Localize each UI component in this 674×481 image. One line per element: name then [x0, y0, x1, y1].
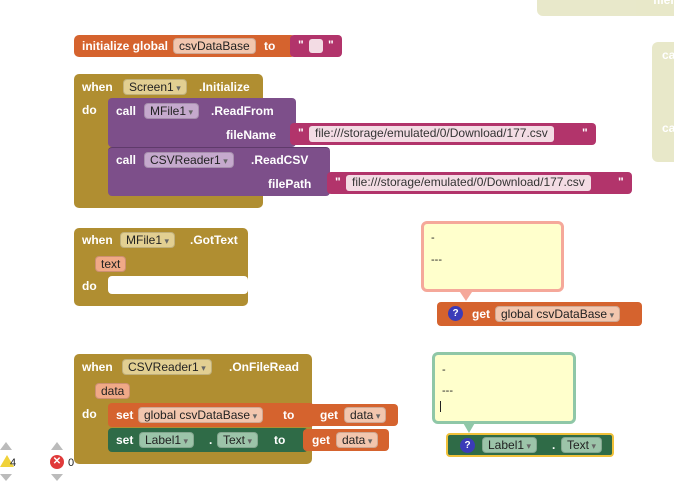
text-param-field[interactable]: text	[95, 256, 127, 272]
comment1-line1: -	[431, 232, 435, 244]
comment1-pointer	[458, 289, 474, 301]
get-data-block-1[interactable]: get data	[309, 404, 398, 426]
set-text-property-dropdown[interactable]: Text	[217, 432, 259, 448]
close-quote-2: "	[582, 126, 588, 140]
mfile1-dropdown[interactable]: MFile1	[144, 103, 200, 119]
close-quote: "	[328, 38, 334, 52]
init-keyword: initialize global	[82, 39, 169, 53]
getter-text-property-dropdown[interactable]: Text	[561, 437, 603, 453]
mfile1-event-dropdown[interactable]: MFile1	[120, 232, 176, 248]
do-label-2: do	[82, 279, 97, 293]
close-quote-3: "	[618, 175, 624, 189]
call-mfile-readfrom-block[interactable]: call MFile1 .ReadFrom fileName	[108, 98, 296, 147]
open-quote-2: "	[298, 126, 304, 140]
csvreader1-event-dropdown[interactable]: CSVReader1	[122, 359, 212, 375]
getter-dot-label: .	[552, 438, 556, 452]
get-global-csvdatabase-block[interactable]: ? get global csvDataBase	[437, 302, 642, 326]
error-x-icon: ✕	[50, 455, 64, 469]
filename-value-field[interactable]: file:///storage/emulated/0/Download/177.…	[309, 126, 554, 142]
set-label-2: set	[116, 433, 134, 447]
when-label: when	[82, 80, 113, 94]
open-quote-3: "	[335, 175, 341, 189]
onfileread-event-label: .OnFileRead	[229, 360, 300, 374]
readcsv-method-label: .ReadCSV	[251, 153, 309, 167]
comment2-pointer	[462, 421, 476, 433]
call-label-2: call	[116, 153, 137, 167]
help-icon-2[interactable]: ?	[460, 438, 475, 453]
set-global-var-dropdown[interactable]: global csvDataBase	[138, 407, 264, 423]
call-label-1: call	[116, 104, 137, 118]
set-label-1: set	[116, 408, 134, 422]
errors-prev-arrow-icon[interactable]	[51, 442, 63, 450]
warnings-next-arrow-icon[interactable]	[0, 474, 12, 481]
comment2-line1: -	[442, 364, 446, 376]
warnings-prev-arrow-icon[interactable]	[0, 442, 12, 450]
ghost-label-side-2: ca	[662, 121, 674, 135]
filename-string-block[interactable]: " file:///storage/emulated/0/Download/17…	[290, 123, 596, 145]
get-label-2: get	[320, 408, 338, 422]
set-label1-dropdown[interactable]: Label1	[139, 432, 195, 448]
csvreader1-dropdown[interactable]: CSVReader1	[144, 152, 234, 168]
data-param-field[interactable]: data	[95, 383, 131, 399]
empty-do-slot[interactable]	[108, 276, 248, 294]
set-global-csvdatabase-block[interactable]: set global csvDataBase to	[108, 403, 314, 427]
filepath-param-label: filePath	[268, 177, 312, 191]
comment1-line2: ---	[431, 254, 442, 266]
help-icon[interactable]: ?	[448, 306, 463, 321]
do-label: do	[82, 103, 97, 117]
set-to-label-2: to	[274, 433, 286, 447]
empty-string-field[interactable]	[309, 39, 323, 53]
when-label-2: when	[82, 233, 113, 247]
get-data-dropdown-1[interactable]: data	[344, 407, 387, 423]
comment-bubble-2[interactable]: - ---	[432, 352, 576, 424]
label1-text-getter-block[interactable]: ? Label1 . Text	[446, 433, 614, 457]
initialize-global-block[interactable]: initialize global csvDataBase to	[74, 35, 296, 57]
gottext-event-label: .GotText	[190, 233, 238, 247]
get-label-1: get	[472, 307, 490, 321]
getter-label1-dropdown[interactable]: Label1	[482, 437, 538, 453]
when-label-3: when	[82, 360, 113, 374]
ghost-label-top: filel	[653, 0, 674, 7]
comment-bubble-1[interactable]: - ---	[421, 221, 564, 292]
do-label-3: do	[82, 407, 97, 421]
global-var-name-field[interactable]: csvDataBase	[173, 38, 256, 54]
filename-param-label: fileName	[226, 128, 277, 142]
comment2-line2: ---	[442, 385, 453, 397]
errors-next-arrow-icon[interactable]	[51, 474, 63, 481]
set-to-label-1: to	[283, 408, 295, 422]
screen1-dropdown[interactable]: Screen1	[123, 79, 187, 95]
call-csvreader-readcsv-block[interactable]: call CSVReader1 .ReadCSV filePath	[108, 147, 330, 196]
readfrom-method-label: .ReadFrom	[211, 104, 274, 118]
errors-count: 0	[68, 457, 75, 469]
filepath-string-block[interactable]: " file:///storage/emulated/0/Download/17…	[327, 172, 632, 194]
initialize-event-label: .Initialize	[199, 80, 250, 94]
get-label-3: get	[312, 433, 330, 447]
warning-triangle-icon	[0, 455, 14, 467]
comment2-text-cursor	[440, 401, 441, 412]
global-csvdatabase-dropdown[interactable]: global csvDataBase	[495, 306, 621, 322]
ghost-label-side-1: ca	[662, 48, 674, 62]
set-dot-label: .	[209, 433, 213, 447]
ghost-block-side[interactable]: ca ca	[652, 42, 674, 162]
mfile-gottext-event-block[interactable]: when MFile1 .GotText text do	[74, 228, 248, 306]
empty-string-block[interactable]: " "	[290, 35, 342, 57]
set-label1-text-block[interactable]: set Label1 . Text to	[108, 428, 308, 452]
ghost-block-top[interactable]: filel	[537, 0, 674, 16]
warnings-count: 4	[10, 457, 17, 469]
open-quote: "	[298, 38, 304, 52]
get-data-block-2[interactable]: get data	[303, 429, 389, 451]
init-to-label: to	[264, 39, 276, 53]
filepath-value-field[interactable]: file:///storage/emulated/0/Download/177.…	[346, 175, 591, 191]
get-data-dropdown-2[interactable]: data	[336, 432, 379, 448]
